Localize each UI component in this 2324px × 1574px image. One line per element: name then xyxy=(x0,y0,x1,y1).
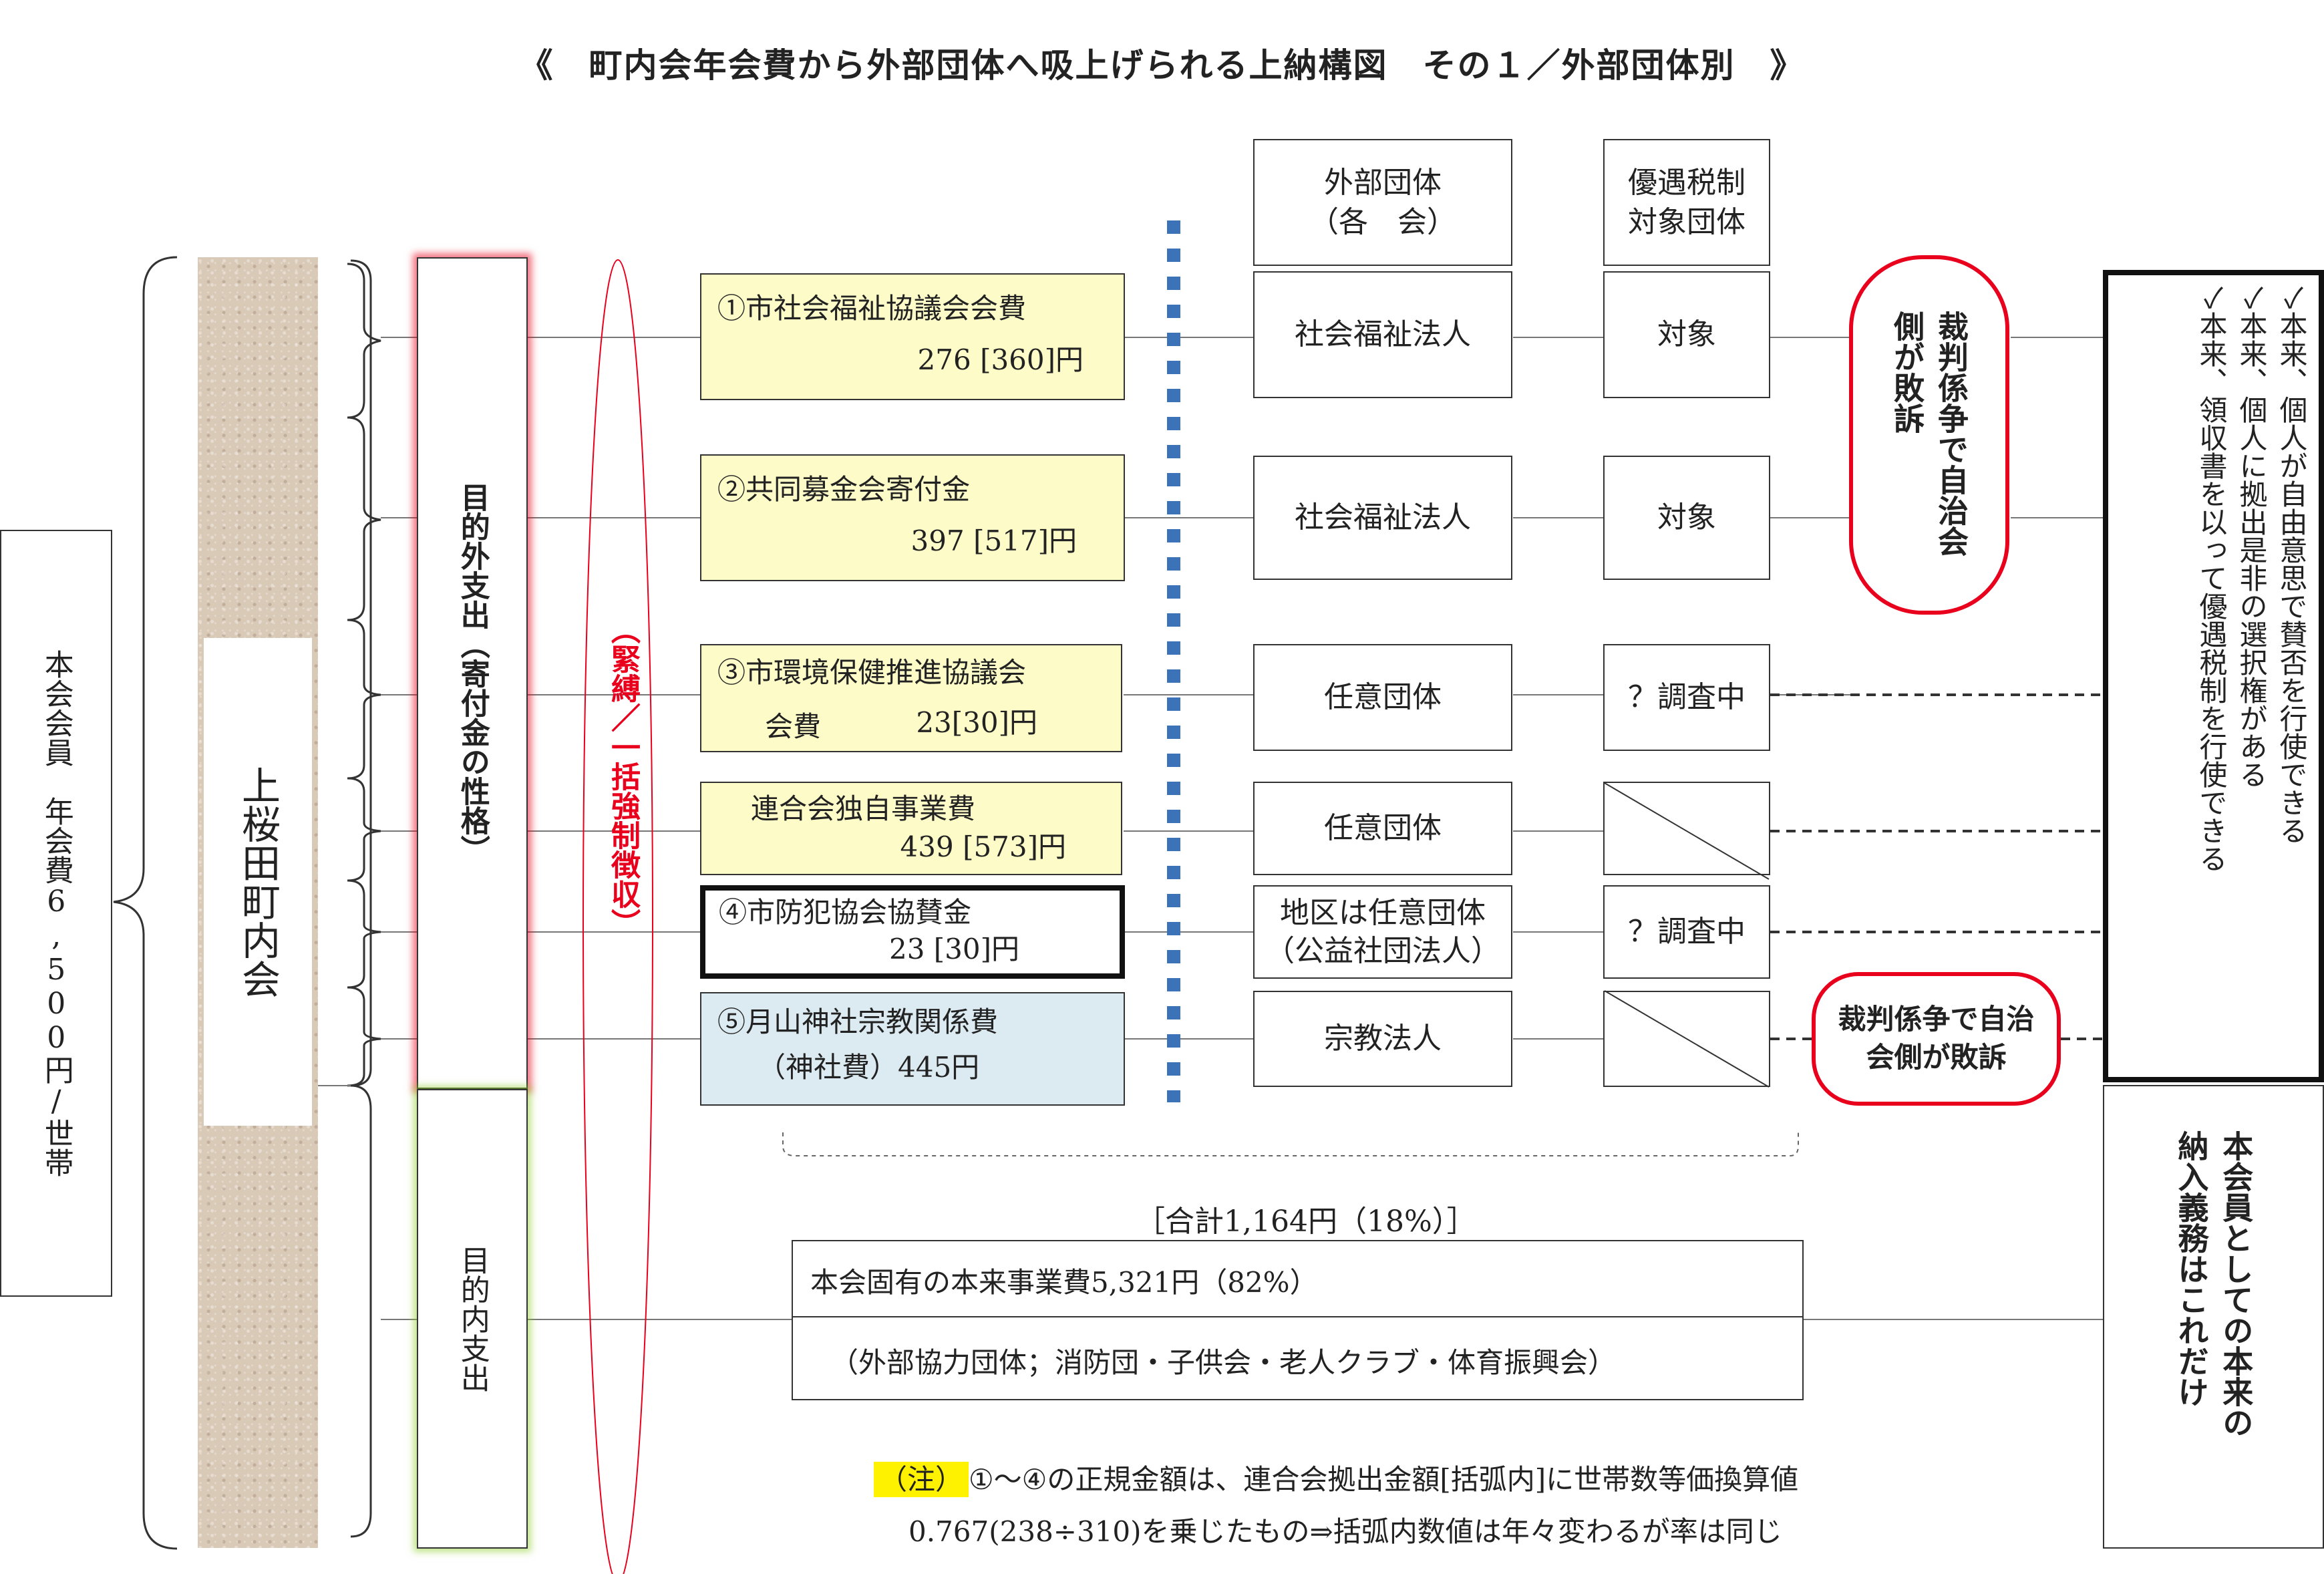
item-3: ③市環境保健推進協議会 会費 23[30]円 xyxy=(700,644,1122,752)
item-1-org: 社会福祉法人 xyxy=(1253,271,1512,398)
rights-line-3: ✓本来、領収書を以って優遇税制を行使できる xyxy=(2195,283,2228,873)
item-1: ①市社会福祉協議会会費 276 [360]円 xyxy=(700,273,1125,400)
note-label: （注） xyxy=(874,1462,969,1497)
item-2-tax: 対象 xyxy=(1603,456,1770,580)
brace-town-upper xyxy=(350,259,372,1087)
item-3-org: 任意団体 xyxy=(1253,644,1512,751)
item-3-tax: ？調査中 xyxy=(1603,644,1770,751)
rights-line-1: ✓本来、個人が自由意思で賛否を行使できる xyxy=(2275,283,2308,844)
item-5: ⑤月山神社宗教関係費 （神社費）445円 xyxy=(700,992,1125,1106)
item-1-tax: 対象 xyxy=(1603,271,1770,398)
coercion-ellipse xyxy=(583,259,653,1574)
item-5-org: 宗教法人 xyxy=(1253,991,1512,1087)
core-business-text: 本会固有の本来事業費5,321円（82%） xyxy=(810,1266,1318,1299)
total-label: ［合計1,164円（18%）］ xyxy=(1136,1205,1476,1239)
item-4: ④市防犯協会協賛金 23 [30]円 xyxy=(700,885,1125,979)
item-federation: 連合会独自事業費 439 [573]円 xyxy=(700,782,1122,875)
core-business-box: 本会固有の本来事業費5,321円（82%） （外部協力団体；消防団・子供会・老人… xyxy=(792,1240,1804,1400)
header-external-org: 外部団体 （各 会） xyxy=(1253,139,1512,266)
item-braces xyxy=(347,263,381,1087)
category-outside-purpose: 目的外支出（寄付金の性格） xyxy=(417,257,528,1089)
note-line-1: ①～④の正規金額は、連合会拠出金額[括弧内]に世帯数等価換算値 xyxy=(969,1463,1799,1496)
row-lines xyxy=(304,337,2103,1320)
dashed-links xyxy=(1770,693,2103,1040)
rights-panel: ✓本来、個人が自由意思で賛否を行使できる ✓本来、個人に拠出是非の選択権がある … xyxy=(2103,270,2324,1082)
item-5-tax xyxy=(1603,991,1770,1087)
cooperating-groups-text: （外部協力団体；消防団・子供会・老人クラブ・体育振興会） xyxy=(830,1346,1617,1379)
item-federation-org: 任意団体 xyxy=(1253,782,1512,875)
page-title: 《 町内会年会費から外部団体へ吸上げられる上納構図 その１／外部団体別 》 xyxy=(519,46,1805,85)
category-inside-purpose: 目的内支出 xyxy=(417,1089,528,1549)
items-bracket xyxy=(782,1132,1799,1156)
member-box: 本会会員 年会費6,500円/世帯 xyxy=(0,530,112,1297)
note: （注）①～④の正規金額は、連合会拠出金額[括弧内]に世帯数等価換算値 0.767… xyxy=(874,1454,1798,1557)
brace-town-lower xyxy=(350,1084,372,1538)
court-lost-badge-1: 裁判係争で自治会側が敗訴 xyxy=(1849,255,2009,615)
item-2-org: 社会福祉法人 xyxy=(1253,456,1512,580)
brace-member xyxy=(113,256,178,1550)
item-federation-tax xyxy=(1603,782,1770,875)
town-label-panel: 上桜田町内会 xyxy=(204,638,312,1126)
coercion-label: （緊縛／一括強制徴収） xyxy=(606,615,640,938)
duty-panel: 本会員としての本来の納入義務はこれだけ xyxy=(2103,1085,2324,1549)
court-lost-badge-2: 裁判係争で自治 会側が敗訴 xyxy=(1812,972,2061,1106)
rights-line-2: ✓本来、個人に拠出是非の選択権がある xyxy=(2235,283,2268,788)
item-2: ②共同募金会寄付金 397 [517]円 xyxy=(700,454,1125,581)
town-name: 上桜田町内会 xyxy=(235,766,281,998)
item-4-tax: ？調査中 xyxy=(1603,885,1770,979)
item-4-org: 地区は任意団体 （公益社団法人） xyxy=(1253,885,1512,979)
note-line-2: 0.767(238÷310)を乗じたもの⇒括弧内数値は年々変わるが率は同じ xyxy=(908,1515,1782,1548)
header-tax-benefit: 優遇税制 対象団体 xyxy=(1603,139,1770,266)
